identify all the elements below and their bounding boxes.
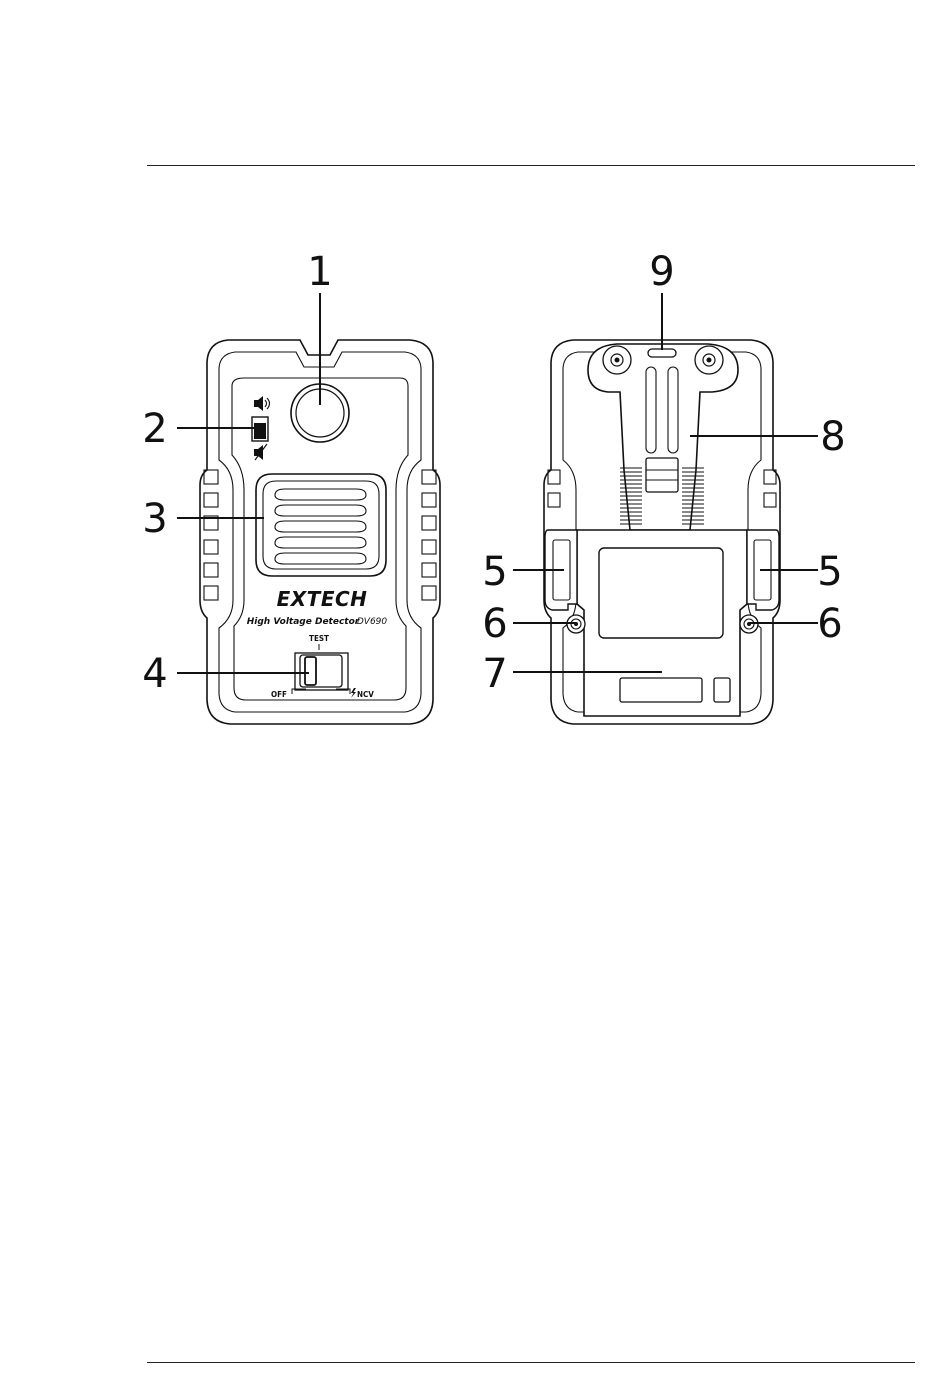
battery-cover [577,530,747,716]
clip-texture-left [620,468,642,524]
front-right-grips [422,470,436,600]
clip-texture-right [682,468,704,524]
device-back-view [544,340,780,724]
callout-8: 8 [820,414,845,460]
callout-7: 7 [482,651,507,697]
callout-5-right: 5 [817,549,842,595]
switch-label-ncv: NCV [357,690,374,699]
speaker-on-icon [254,396,270,411]
callout-6-left: 6 [482,601,507,647]
label-recess [599,548,723,638]
product-name: High Voltage Detector [247,617,360,627]
front-left-grips [204,470,218,600]
callout-5-left: 5 [482,549,507,595]
callout-1: 1 [307,249,332,295]
callout-9: 9 [649,249,674,295]
callout-2: 2 [142,406,167,452]
switch-label-off: OFF [271,690,287,699]
callout-3: 3 [142,496,167,542]
callout-6-right: 6 [817,601,842,647]
callout-4: 4 [142,651,167,697]
lightning-icon [351,688,356,698]
clip-screw-left [603,346,631,374]
clip-screw-right [695,346,723,374]
function-switch: TEST OFF NCV [271,634,374,699]
brand-logo: EXTECH [277,587,368,611]
model-number: DV690 [357,617,388,627]
lanyard-slot [648,349,676,357]
switch-label-test: TEST [309,634,329,643]
speaker-grille [256,474,386,576]
speaker-mute-icon [254,444,267,460]
